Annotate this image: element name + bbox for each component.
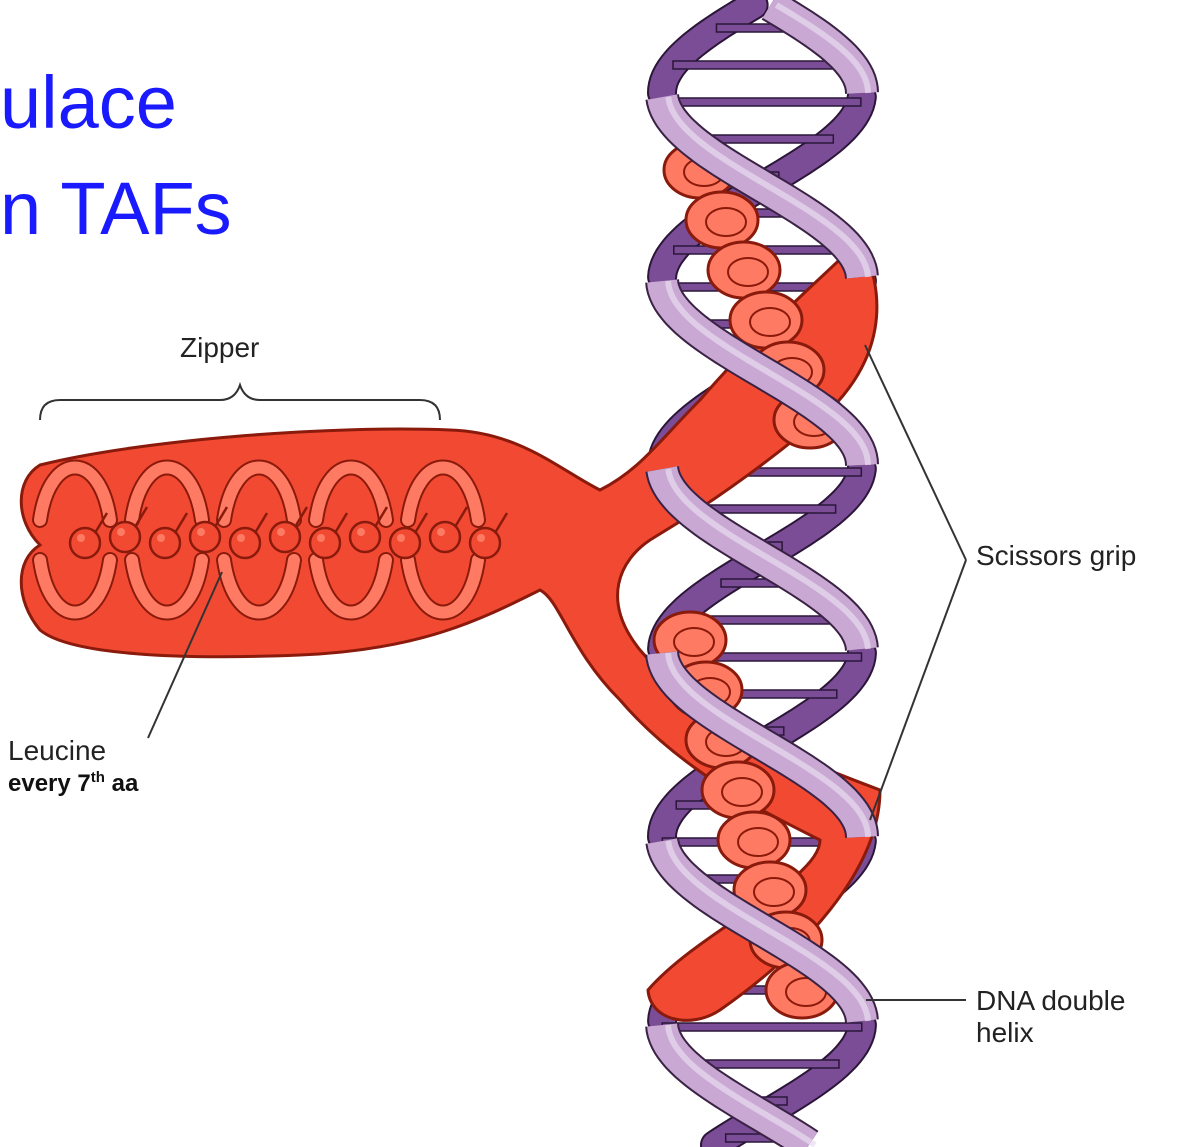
- leucine-note: every 7th aa: [8, 770, 138, 798]
- leucine-residue: [190, 522, 220, 552]
- leucine-shine: [157, 534, 165, 542]
- leucine-note-suffix: aa: [105, 770, 138, 797]
- dna-base-pair: [673, 61, 851, 69]
- leucine-residue: [390, 528, 420, 558]
- leucine-residue: [230, 528, 260, 558]
- dna-base-pair: [662, 1023, 862, 1031]
- leucine-shine: [197, 528, 205, 536]
- dna-base-pair: [663, 98, 861, 106]
- leucine-residue: [350, 522, 380, 552]
- dna-strand-front: [770, 5, 862, 93]
- leucine-shine: [437, 528, 445, 536]
- grip-helix-coil: [708, 242, 780, 298]
- dna-helix-label: DNA double helix: [976, 985, 1125, 1049]
- leucine-shine: [477, 534, 485, 542]
- leucine-residue: [310, 528, 340, 558]
- scissors-grip-leader-upper: [865, 345, 966, 560]
- dna-strand-back: [662, 5, 754, 93]
- scissors-grip-label: Scissors grip: [976, 540, 1136, 572]
- leucine-shine: [237, 534, 245, 542]
- leucine-residue: [470, 528, 500, 558]
- leucine-label: Leucine: [8, 735, 106, 767]
- leucine-shine: [357, 528, 365, 536]
- slide-title-line-1: ulace: [0, 66, 177, 140]
- leucine-note-superscript: th: [91, 769, 105, 786]
- leucine-residue: [430, 522, 460, 552]
- leucine-shine: [77, 534, 85, 542]
- leucine-residue: [70, 528, 100, 558]
- slide-title-line-2: n TAFs: [0, 172, 232, 246]
- zipper-label: Zipper: [180, 332, 259, 364]
- scissors-grip-leader-lower: [870, 560, 966, 820]
- zipper-bracket: [40, 385, 440, 420]
- leucine-shine: [397, 534, 405, 542]
- grip-helix-coil: [718, 812, 790, 868]
- leucine-residue: [270, 522, 300, 552]
- dna-helix-label-line-1: DNA double: [976, 985, 1125, 1017]
- leucine-residue: [150, 528, 180, 558]
- leucine-shine: [317, 534, 325, 542]
- grip-helix-coil: [702, 762, 774, 818]
- dna-helix-label-line-2: helix: [976, 1017, 1125, 1049]
- grip-helix-coil: [686, 192, 758, 248]
- leucine-residue: [110, 522, 140, 552]
- leucine-shine: [277, 528, 285, 536]
- leucine-shine: [117, 528, 125, 536]
- leucine-note-prefix: every 7: [8, 770, 91, 797]
